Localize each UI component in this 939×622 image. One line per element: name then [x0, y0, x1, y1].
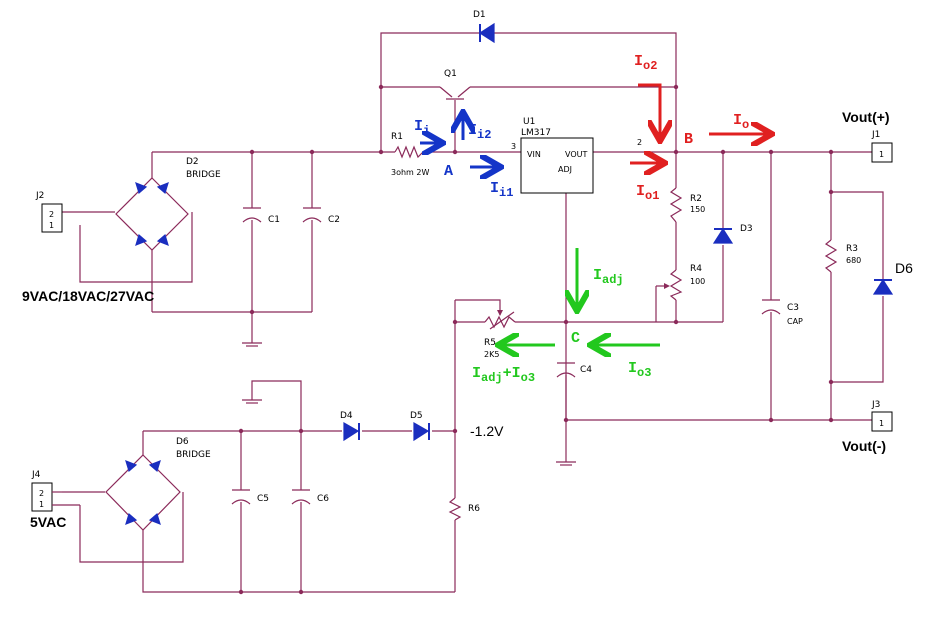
- ac5-label: 5VAC: [30, 514, 66, 530]
- pin2-label: 2: [637, 138, 642, 147]
- d5-label: D5: [410, 411, 423, 421]
- vout-neg-label: Vout(-): [842, 438, 886, 454]
- capacitor-c3: C3 CAP: [761, 299, 803, 326]
- bridge-d2: D2 BRIDGE: [115, 157, 221, 251]
- io1-label: Io1: [636, 183, 659, 203]
- d6-output-label: D6: [895, 260, 913, 276]
- ii-label: Ii: [414, 118, 430, 138]
- diode-d1: D1: [473, 10, 495, 44]
- capacitor-c2: C2: [302, 207, 340, 225]
- resistor-r4: R4 100: [655, 264, 705, 301]
- resistor-r2: R2 150: [669, 187, 705, 223]
- q1-label: Q1: [444, 69, 457, 79]
- u1-label: U1: [523, 117, 535, 127]
- connector-j3: 1 J3 Vout(-): [842, 400, 893, 454]
- r3-value: 680: [846, 256, 861, 265]
- d2-label: D2: [186, 157, 199, 167]
- lm317-label: LM317: [521, 128, 551, 138]
- input-voltage-label: 9VAC/18VAC/27VAC: [22, 288, 154, 304]
- j3-label: J3: [871, 400, 880, 410]
- adj-pin-label: ADJ: [558, 165, 572, 174]
- j1-pin: 1: [879, 150, 884, 159]
- c3-label: C3: [787, 303, 799, 313]
- diode-d6-output: D6: [872, 260, 913, 295]
- iadj-io3-label: Iadj+Io3: [472, 365, 535, 385]
- r3-label: R3: [846, 244, 858, 254]
- ground-lower: [242, 399, 262, 404]
- j4-pin2: 2: [39, 489, 44, 498]
- vin-pin-label: VIN: [527, 150, 541, 159]
- r2-value: 150: [690, 205, 705, 214]
- ground-adj: [556, 461, 576, 466]
- resistor-r6: R6: [448, 497, 480, 521]
- r5-label: R5: [484, 338, 496, 348]
- io-label: Io: [733, 112, 749, 132]
- d6-label: D6: [176, 437, 189, 447]
- neg-voltage-label: -1.2V: [470, 423, 504, 439]
- pin3-label: 3: [511, 142, 516, 151]
- c4-label: C4: [580, 365, 592, 375]
- r2-label: R2: [690, 194, 702, 204]
- resistor-r5: R5 2K5: [484, 310, 516, 359]
- lower-supply-wiring: [62, 322, 456, 593]
- io3-label: Io3: [628, 360, 651, 380]
- ii1-label: Ii1: [490, 180, 513, 200]
- diode-d3: D3: [712, 224, 753, 244]
- regulator-u1: U1 LM317 VIN VOUT ADJ 3 2: [511, 117, 642, 194]
- r5-value: 2K5: [484, 350, 499, 359]
- r4-label: R4: [690, 264, 702, 274]
- j4-label: J4: [31, 470, 41, 480]
- d3-label: D3: [740, 224, 753, 234]
- j2-label: J2: [35, 191, 44, 201]
- c3-value: CAP: [787, 317, 803, 326]
- vout-pos-label: Vout(+): [842, 109, 890, 125]
- capacitor-c5: C5: [231, 489, 269, 505]
- c1-label: C1: [268, 215, 280, 225]
- io2-label: Io2: [634, 53, 657, 73]
- d1-label: D1: [473, 10, 486, 20]
- node-c-label: C: [571, 330, 580, 347]
- connector-j4: 2 1 J4 5VAC: [30, 470, 66, 530]
- r4-value: 100: [690, 277, 705, 286]
- resistor-r1: R1 3ohm 2W: [391, 132, 429, 177]
- j2-pin2: 2: [49, 210, 54, 219]
- resistor-r3: R3 680: [824, 239, 861, 273]
- d6-bridge-label: BRIDGE: [176, 450, 211, 460]
- capacitor-c4: C4: [556, 362, 592, 378]
- j2-pin1: 1: [49, 221, 54, 230]
- j1-label: J1: [871, 130, 880, 140]
- diode-d4: D4: [340, 411, 360, 442]
- connector-j2: 2 1 J2: [35, 191, 63, 233]
- r1-value: 3ohm 2W: [391, 168, 429, 177]
- c5-label: C5: [257, 494, 269, 504]
- d4-label: D4: [340, 411, 353, 421]
- c6-label: C6: [317, 494, 329, 504]
- r1-label: R1: [391, 132, 403, 142]
- j3-pin: 1: [879, 419, 884, 428]
- upper-supply-wiring: [62, 32, 884, 462]
- transistor-q1: Q1: [439, 69, 471, 100]
- bridge-d6: D6 BRIDGE: [105, 437, 211, 531]
- junction-dots: [238, 84, 834, 595]
- j4-pin1: 1: [39, 500, 44, 509]
- ii2-label: Ii2: [468, 122, 491, 142]
- capacitor-c6: C6: [291, 489, 329, 505]
- r6-label: R6: [468, 504, 480, 514]
- connector-j1: 1 J1 Vout(+): [842, 109, 893, 163]
- diode-d5: D5: [410, 411, 430, 442]
- node-a-label: A: [444, 163, 453, 180]
- capacitor-c1: C1: [242, 207, 280, 225]
- d2-bridge-label: BRIDGE: [186, 170, 221, 180]
- ground-upper: [242, 342, 262, 347]
- c2-label: C2: [328, 215, 340, 225]
- node-b-label: B: [684, 131, 693, 148]
- current-annotations: Ii Ii2 Ii1 A Io2 B Io Io1 Iadj C Io3 Iad…: [414, 53, 769, 385]
- vout-pin-label: VOUT: [565, 150, 587, 159]
- iadj-label: Iadj: [593, 267, 624, 287]
